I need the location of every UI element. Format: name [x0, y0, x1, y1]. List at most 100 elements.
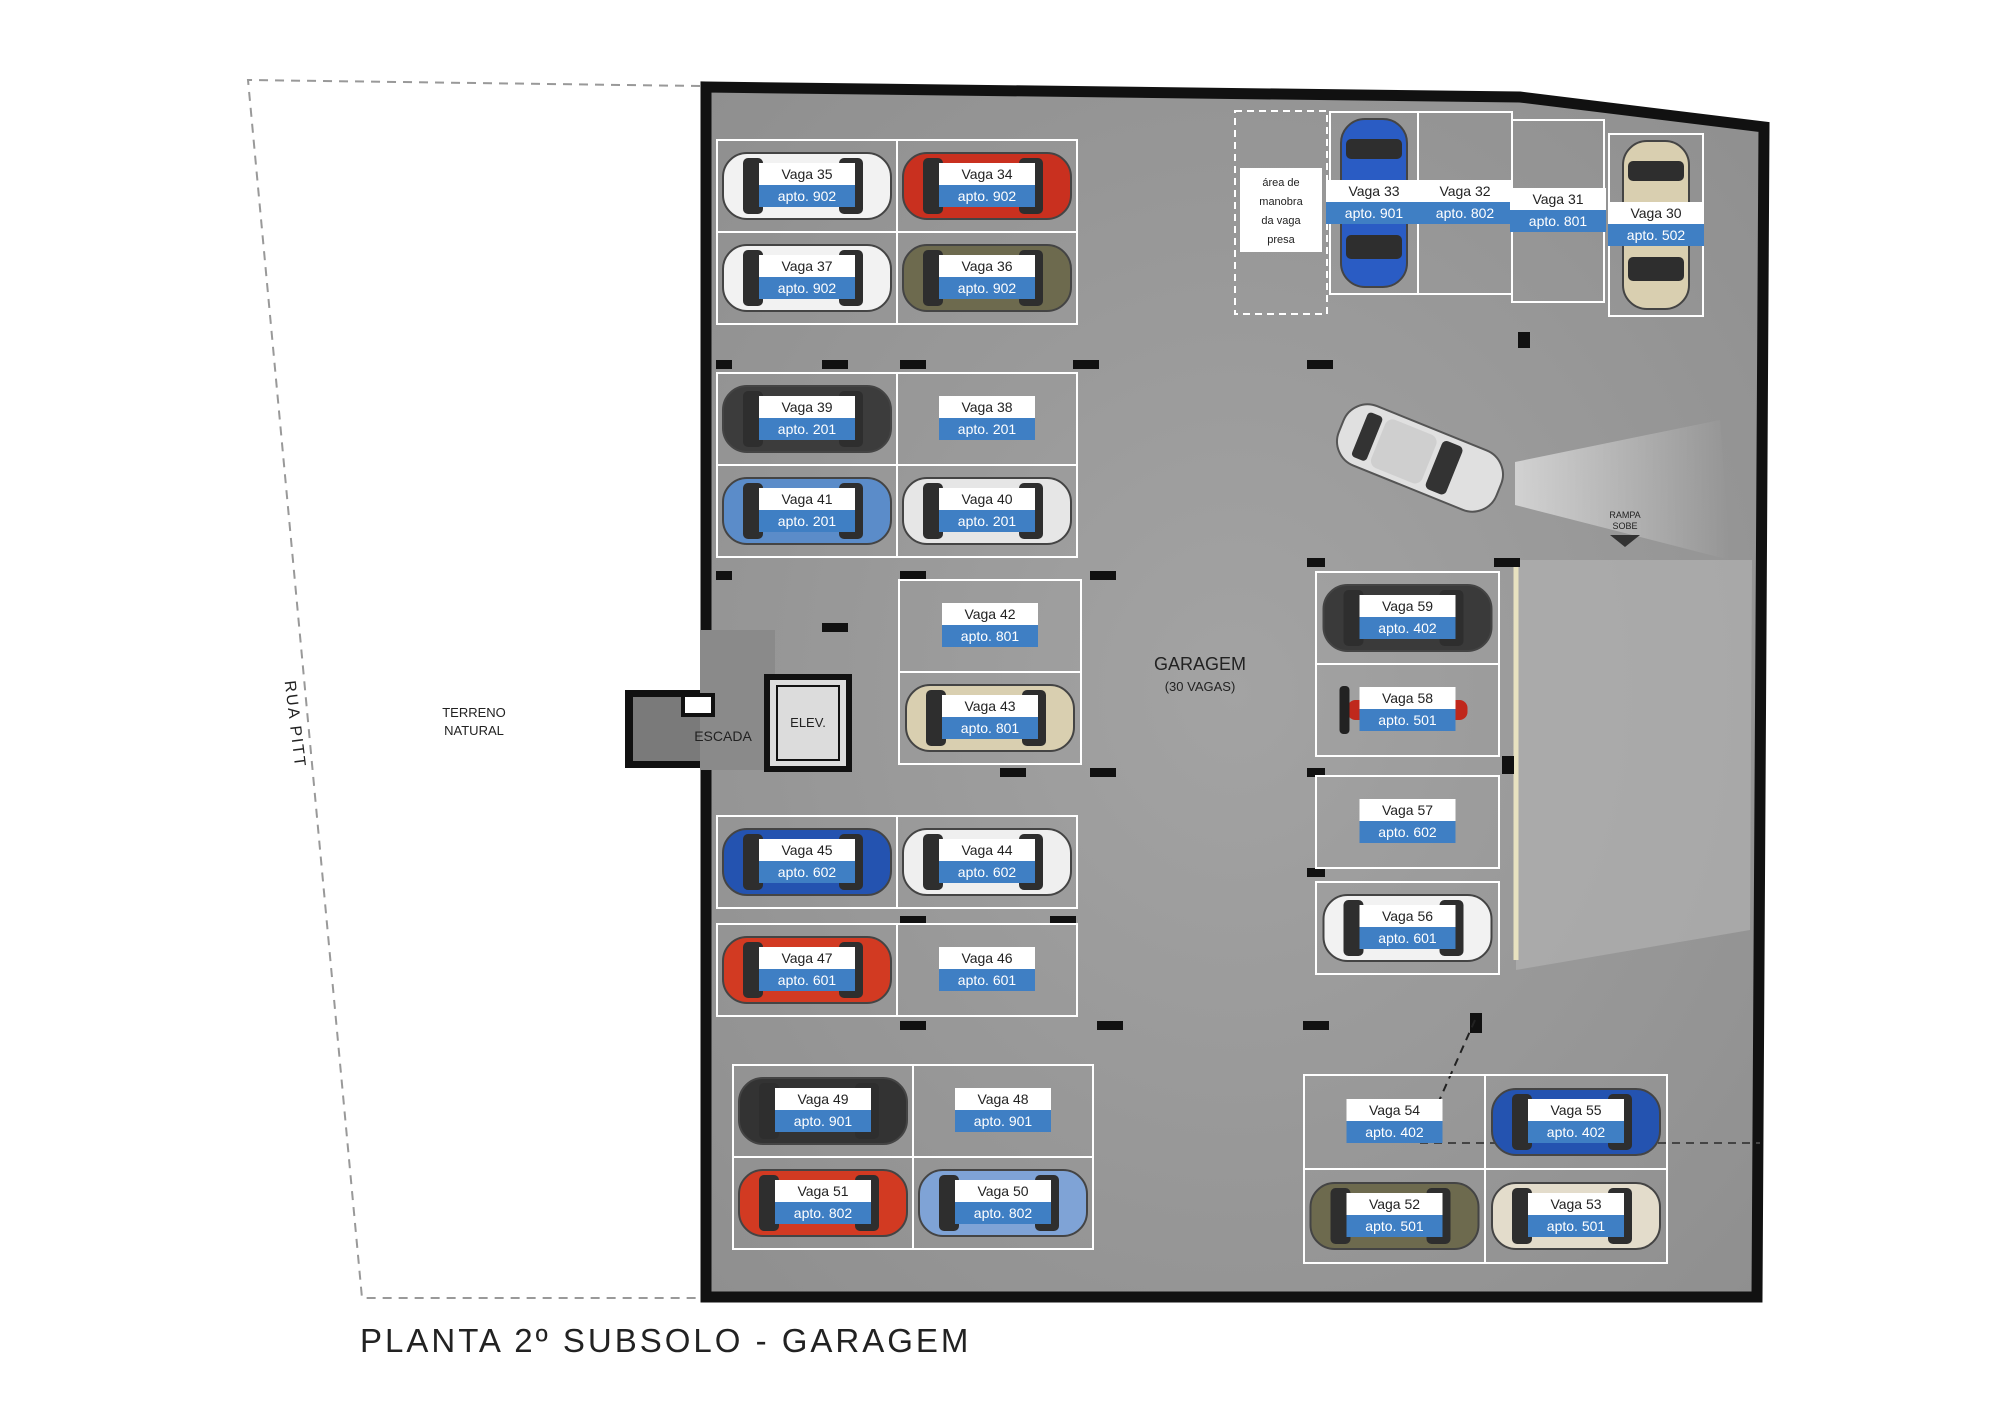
parking-slot — [896, 815, 1078, 909]
spot-apartment: apto. 501 — [1547, 1218, 1606, 1234]
terrain-label-1: TERRENO — [442, 705, 506, 720]
spot-number: Vaga 31 — [1532, 191, 1583, 207]
spot-apartment: apto. 801 — [1529, 213, 1588, 229]
spot-number: Vaga 49 — [797, 1091, 848, 1107]
parking-slot — [896, 231, 1078, 325]
spot-apartment: apto. 402 — [1547, 1124, 1606, 1140]
spot-label: Vaga 53 apto. 501 — [1528, 1193, 1624, 1237]
dashed-guide — [1434, 1019, 1476, 1111]
parking-slot — [1315, 881, 1500, 975]
spot-apartment: apto. 402 — [1365, 1124, 1424, 1140]
spot-number: Vaga 57 — [1382, 802, 1433, 818]
spot-apartment: apto. 802 — [1436, 205, 1495, 221]
spot-number: Vaga 56 — [1382, 908, 1433, 924]
elevator-label: ELEV. — [790, 715, 826, 730]
maneuver-line-4: presa — [1267, 234, 1295, 246]
spot-apartment: apto. 201 — [958, 421, 1017, 437]
spot-number: Vaga 40 — [961, 491, 1012, 507]
spot-apartment: apto. 901 — [1345, 205, 1404, 221]
spot-number: Vaga 32 — [1439, 183, 1490, 199]
spot-number: Vaga 44 — [961, 842, 1012, 858]
spot-number: Vaga 53 — [1550, 1196, 1601, 1212]
spot-apartment: apto. 801 — [961, 628, 1020, 644]
maneuver-line-2: manobra — [1259, 196, 1303, 208]
spot-apartment: apto. 602 — [958, 864, 1017, 880]
spot-number: Vaga 38 — [961, 399, 1012, 415]
moving-car — [1336, 403, 1504, 513]
spot-number: Vaga 35 — [781, 166, 832, 182]
spot-label: Vaga 44 apto. 602 — [939, 839, 1035, 883]
parking-slot — [896, 464, 1078, 558]
pillars — [716, 332, 1530, 1033]
ramp-indicator: RAMPA SOBE — [1609, 510, 1641, 547]
stair-elevator-block — [625, 630, 852, 772]
spot-number: Vaga 52 — [1369, 1196, 1420, 1212]
ramp-arrow-icon — [1610, 535, 1640, 547]
spot-number: Vaga 46 — [961, 950, 1012, 966]
spot-label: Vaga 38 apto. 201 — [939, 396, 1035, 440]
ramp-label-1: RAMPA — [1609, 510, 1640, 520]
spot-number: Vaga 36 — [961, 258, 1012, 274]
spot-apartment: apto. 601 — [778, 972, 837, 988]
maneuver-line-3: da vaga — [1261, 215, 1301, 227]
spot-apartment: apto. 802 — [794, 1205, 853, 1221]
spot-label: Vaga 33 apto. 901 — [1326, 180, 1422, 224]
spot-label: Vaga 31 apto. 801 — [1510, 188, 1606, 232]
parking-slot — [898, 671, 1082, 765]
spot-apartment: apto. 502 — [1627, 227, 1686, 243]
spot-number: Vaga 39 — [781, 399, 832, 415]
spot-apartment: apto. 902 — [958, 280, 1017, 296]
spot-label: Vaga 40 apto. 201 — [939, 488, 1035, 532]
spot-number: Vaga 59 — [1382, 598, 1433, 614]
spot-number: Vaga 30 — [1630, 205, 1681, 221]
spot-apartment: apto. 602 — [778, 864, 837, 880]
spot-apartment: apto. 901 — [974, 1113, 1033, 1129]
spot-label: Vaga 59 apto. 402 — [1359, 595, 1456, 639]
slot-grids — [716, 111, 1704, 1264]
terrain-boundary — [246, 78, 718, 1299]
spot-number: Vaga 48 — [977, 1091, 1028, 1107]
spot-number: Vaga 50 — [977, 1183, 1028, 1199]
spot-apartment: apto. 902 — [778, 280, 837, 296]
spot-apartment: apto. 501 — [1378, 712, 1437, 728]
ramp-label-2: SOBE — [1612, 521, 1637, 531]
spot-number: Vaga 51 — [797, 1183, 848, 1199]
terrain-label-2: NATURAL — [444, 723, 504, 738]
spot-label: Vaga 47 apto. 601 — [759, 947, 855, 991]
spot-number: Vaga 33 — [1348, 183, 1399, 199]
headlight-beam — [1515, 420, 1730, 560]
spot-apartment: apto. 201 — [958, 513, 1017, 529]
parking-slot — [912, 1156, 1094, 1250]
spot-label: Vaga 36 apto. 902 — [939, 255, 1035, 299]
spot-apartment: apto. 501 — [1365, 1218, 1424, 1234]
page-title: PLANTA 2º SUBSOLO - GARAGEM — [360, 1322, 972, 1359]
maneuver-note: área de manobra da vaga presa — [1240, 168, 1322, 252]
spot-label: Vaga 32 apto. 802 — [1417, 180, 1513, 224]
spot-apartment: apto. 602 — [1378, 824, 1437, 840]
spot-label: Vaga 30 apto. 502 — [1608, 202, 1704, 246]
spot-label: Vaga 51 apto. 802 — [775, 1180, 871, 1224]
spot-label: Vaga 52 apto. 501 — [1346, 1193, 1443, 1237]
spot-number: Vaga 41 — [781, 491, 832, 507]
spot-number: Vaga 34 — [961, 166, 1012, 182]
spot-apartment: apto. 901 — [794, 1113, 853, 1129]
spot-apartment: apto. 601 — [1378, 930, 1437, 946]
spot-label: Vaga 49 apto. 901 — [775, 1088, 871, 1132]
spot-number: Vaga 47 — [781, 950, 832, 966]
spot-number: Vaga 54 — [1369, 1102, 1420, 1118]
spot-apartment: apto. 402 — [1378, 620, 1437, 636]
spot-number: Vaga 43 — [964, 698, 1015, 714]
maneuver-line-1: área de — [1262, 177, 1299, 189]
street-label: RUA PITT — [281, 680, 309, 769]
